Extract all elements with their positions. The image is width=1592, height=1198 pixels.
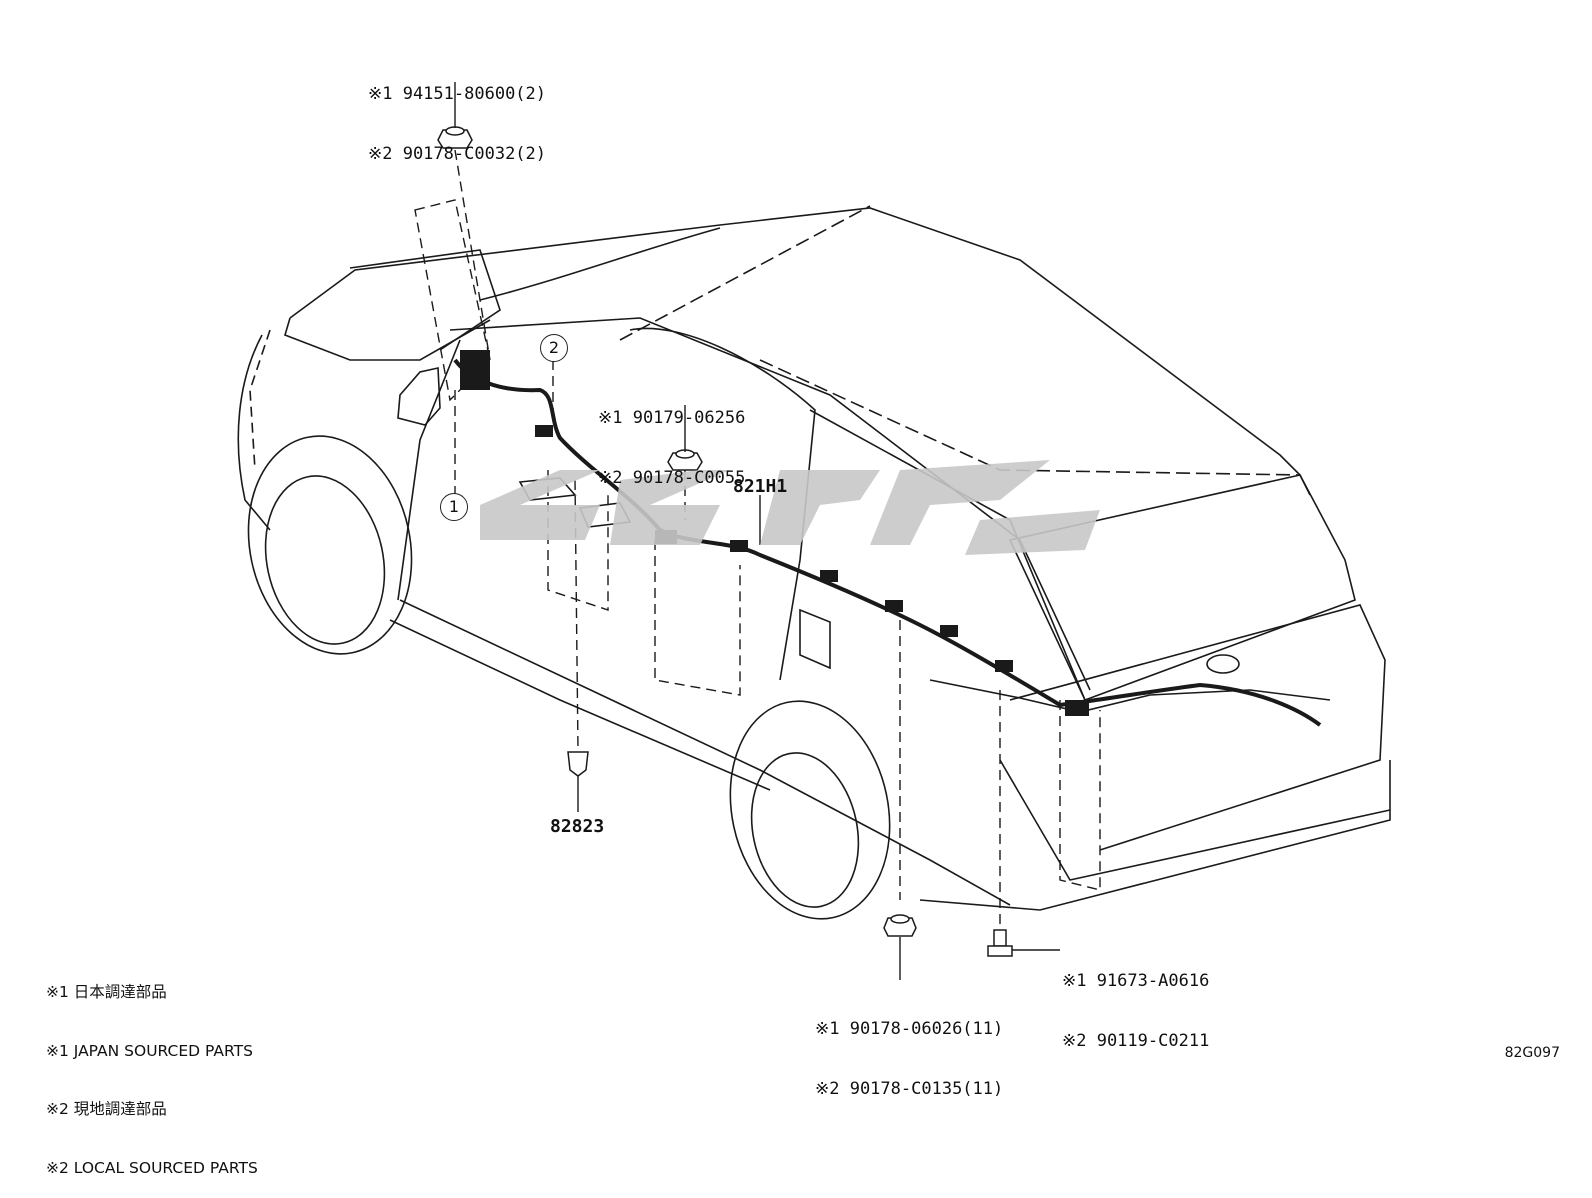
watermark-logo [480,460,1100,555]
rear-lamp [929,679,1331,713]
harness-clip [535,425,553,437]
rear-lower [999,759,1391,881]
side-lower [389,619,771,791]
part-label-mid: ※1 90179-06256 ※2 90178-C0055 [598,368,745,508]
front-wheel [264,475,386,645]
harness-connector [460,350,490,390]
part-label-mid-line2: ※2 90178-C0055 [598,468,746,488]
detail-box-clip [547,470,609,611]
rear-bumper [919,760,1391,911]
hood-outline [284,317,491,361]
part-label-bottom-line2: ※2 90178-C0135(11) [815,1079,1004,1099]
side-sill [399,599,1011,906]
leader-clip-82823 [574,479,579,751]
front-fascia [249,329,271,471]
harness-clip [730,540,748,552]
rear-quarter [809,409,1086,701]
part-label-bolt: ※1 91673-A0616 ※2 90119-C0211 [1062,931,1209,1071]
fuel-door [799,608,831,670]
detail-box-mid [654,540,741,696]
legend-line-4: ※2 LOCAL SOURCED PARTS [46,1158,258,1177]
part-label-top: ※1 94151-80600(2) ※2 90178-C0032(2) [368,44,546,184]
legend-line-2: ※1 JAPAN SOURCED PARTS [46,1041,253,1060]
roof-outline [289,207,1311,496]
rear-wheel [750,752,860,908]
tailgate [1009,604,1386,851]
detail-box-rear [1059,700,1101,891]
front-bumper [237,334,271,531]
harness-clip [1065,700,1089,716]
detail-box-front [414,199,491,402]
part-label-mid-line1: ※1 90179-06256 [598,408,746,428]
part-label-bolt-line2: ※2 90119-C0211 [1062,1031,1210,1051]
legend: ※1 日本調達部品 ※1 JAPAN SOURCED PARTS ※2 現地調達… [46,944,258,1198]
part-label-top-line1: ※1 94151-80600(2) [368,84,547,104]
harness-clip [820,570,838,582]
front-door-line [397,339,461,601]
part-label-bolt-line1: ※1 91673-A0616 [1062,971,1210,991]
rear-emblem [1206,654,1240,674]
roof-ridge [479,227,721,301]
harness-clip [995,660,1013,672]
beltline [449,317,1091,691]
part-number-harness: 821H1 [733,476,788,497]
part-number-clamp: 82823 [550,816,605,837]
windshield [349,249,501,351]
legend-line-1: ※1 日本調達部品 [46,983,167,1001]
legend-line-3: ※2 現地調達部品 [46,1100,167,1118]
part-label-bottom-line1: ※1 90178-06026(11) [815,1019,1004,1039]
side-door-line [629,327,816,681]
harness-clip [940,625,958,637]
callout-2: 2 [540,334,568,362]
wiring-diagram [237,82,1391,980]
part-label-bottom: ※1 90178-06026(11) ※2 90178-C0135(11) [815,979,1003,1119]
bolt-icon [987,929,1013,957]
nut-bottom-icon [883,914,917,937]
nut-top-icon [437,126,473,149]
harness-clip [885,600,903,612]
callout-1: 1 [440,493,468,521]
rear-wheel-arch [729,700,891,920]
nut-mid-icon [667,449,703,471]
figure-id: 82G097 [1504,1045,1560,1061]
front-wheel-arch [247,435,413,655]
rear-glass [1008,474,1356,702]
mirror [397,367,441,426]
leader-top-nut [454,149,491,361]
part-label-top-line2: ※2 90178-C0032(2) [368,144,547,164]
clip-82823-icon [567,751,589,777]
